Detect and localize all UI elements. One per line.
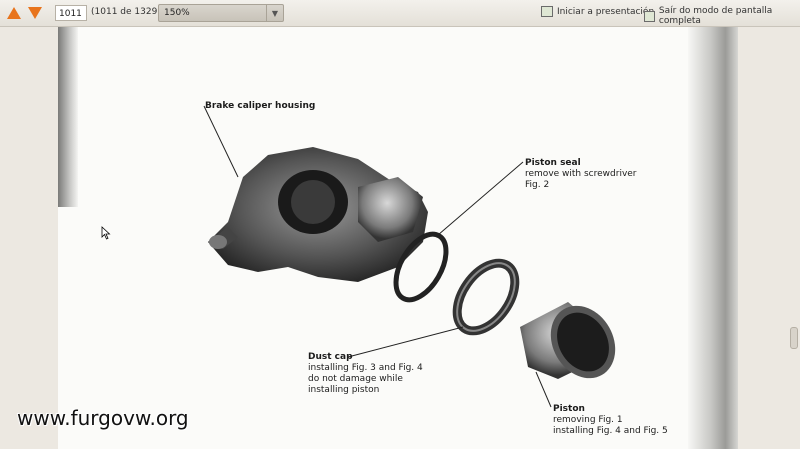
document-viewport[interactable]: Brake caliper housing Piston seal remove… — [0, 27, 800, 449]
arrow-down-icon — [28, 7, 42, 19]
fullscreen-icon — [644, 10, 655, 22]
vertical-scrollbar[interactable] — [788, 27, 800, 449]
piston-seal-label: Piston seal remove with screwdriver Fig.… — [525, 158, 637, 190]
document-page: Brake caliper housing Piston seal remove… — [58, 27, 738, 449]
page-edge-shadow — [58, 27, 78, 207]
caliper-housing-drawing — [208, 147, 428, 282]
scrollbar-thumb[interactable] — [790, 327, 798, 349]
exit-fullscreen-label: Saír do modo de pantalla completa — [658, 6, 773, 26]
next-page-button[interactable] — [27, 5, 43, 21]
page-count: (1011 de 1329) — [91, 7, 161, 17]
zoom-select[interactable]: 150% ▼ — [158, 4, 284, 22]
dust-cap-drawing — [452, 258, 520, 336]
start-presentation-label: Iniciar a presentación — [557, 6, 655, 17]
zoom-value: 150% — [164, 8, 190, 18]
watermark: www.furgovw.org — [17, 406, 189, 430]
brake-caliper-illustration — [203, 105, 616, 408]
piston-drawing — [520, 302, 616, 379]
page-binding-shadow — [688, 27, 738, 449]
start-presentation-button[interactable]: Iniciar a presentación — [541, 6, 654, 17]
presentation-icon — [541, 6, 553, 17]
piston-seal-drawing — [393, 231, 449, 303]
chevron-down-icon[interactable]: ▼ — [266, 5, 283, 21]
previous-page-button[interactable] — [6, 5, 22, 21]
exit-fullscreen-button[interactable]: Saír do modo de pantalla completa — [644, 6, 800, 26]
page-number-input[interactable]: 1011 — [55, 5, 87, 21]
housing-label: Brake caliper housing — [205, 101, 316, 111]
mouse-pointer-icon — [101, 226, 111, 240]
piston-label: Piston removing Fig. 1 installing Fig. 4… — [553, 404, 668, 436]
arrow-up-icon — [7, 7, 21, 19]
leader-lines — [203, 105, 552, 408]
dust-cap-label: Dust cap installing Fig. 3 and Fig. 4 do… — [308, 352, 423, 395]
toolbar: 1011 (1011 de 1329) 150% ▼ Iniciar a pre… — [0, 0, 800, 27]
